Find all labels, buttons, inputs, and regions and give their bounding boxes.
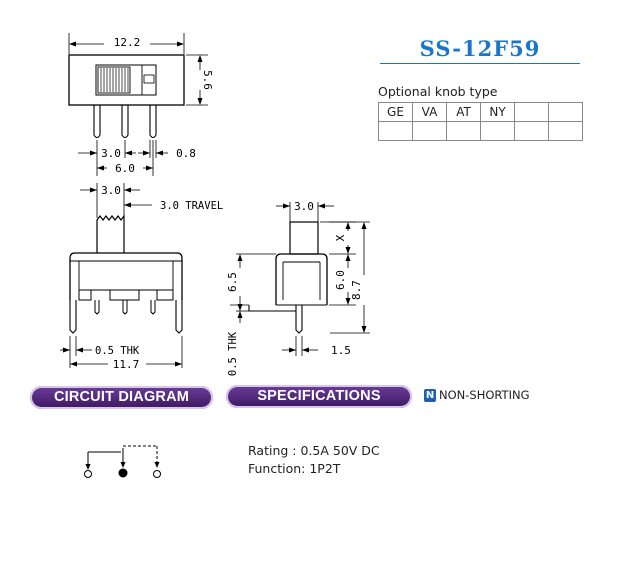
dim-top-height: 5.6 xyxy=(201,70,214,90)
terminal-common xyxy=(118,468,128,478)
terminal-right xyxy=(153,470,161,478)
knob-label-row: GE VA AT NY xyxy=(378,102,583,122)
optional-knob-title: Optional knob type xyxy=(378,84,498,99)
top-view: 12.2 5.6 xyxy=(68,33,214,176)
dim-knob-width: 3.0 xyxy=(101,184,121,197)
dim-top-width: 12.2 xyxy=(114,36,141,49)
front-view: 3.0 3.0 TRAVEL xyxy=(60,183,223,371)
dim-side-knob: 3.0 xyxy=(294,200,314,213)
dim-travel: 3.0 TRAVEL xyxy=(160,200,223,212)
optional-knob-table: GE VA AT NY xyxy=(378,102,583,141)
terminal-left xyxy=(84,470,92,478)
non-shorting-label: N NON-SHORTING xyxy=(424,388,530,402)
spec-function: Function: 1P2T xyxy=(248,461,341,476)
circuit-diagram xyxy=(84,445,161,478)
dim-thickness-side: 0.5 THK xyxy=(227,331,239,376)
model-number: SS-12F59 xyxy=(419,36,541,61)
dim-pin-width: 0.8 xyxy=(176,147,196,160)
side-view: 3.0 X 6.0 xyxy=(226,200,370,376)
dim-side-6-5: 6.5 xyxy=(226,272,239,292)
dim-side-6-0: 6.0 xyxy=(334,270,347,290)
dim-body-width: 11.7 xyxy=(113,358,140,371)
knob-blank-row xyxy=(378,121,583,141)
knob-blank-cell xyxy=(548,121,583,141)
n-badge-icon: N xyxy=(424,388,436,402)
specifications-banner: SPECIFICATIONS xyxy=(226,385,412,408)
model-underline xyxy=(380,63,580,64)
circuit-diagram-banner: CIRCUIT DIAGRAM xyxy=(30,386,213,409)
dim-pin-span: 6.0 xyxy=(115,162,135,175)
spec-rating: Rating : 0.5A 50V DC xyxy=(248,443,380,458)
dim-side-8-7: 8.7 xyxy=(350,280,363,300)
non-shorting-text: NON-SHORTING xyxy=(439,388,530,402)
dim-thickness-front: 0.5 THK xyxy=(95,345,140,357)
knob-cell-ny: NY xyxy=(480,102,515,122)
dim-side-x: X xyxy=(334,234,347,241)
dim-side-1-5: 1.5 xyxy=(331,344,351,357)
dim-pin-spacing: 3.0 xyxy=(101,147,121,160)
